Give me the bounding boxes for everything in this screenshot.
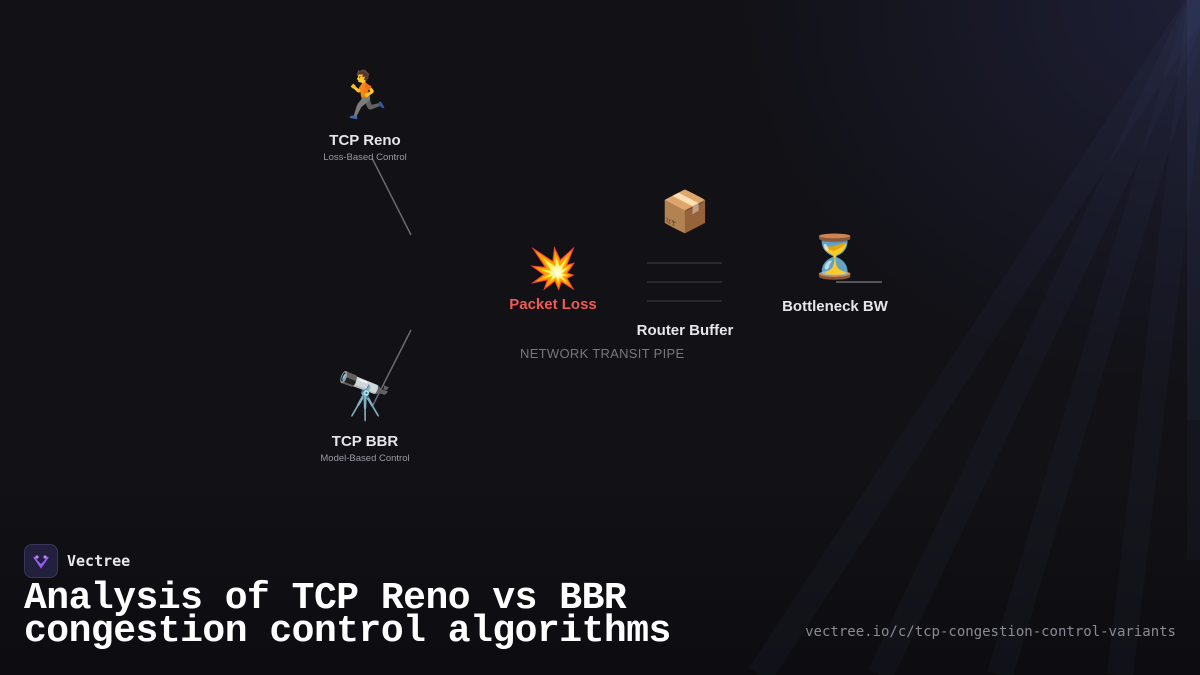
node-tcp-bbr: 🔭 TCP BBR Model-Based Control	[305, 373, 425, 464]
collision-icon: 💥	[528, 247, 578, 291]
reno-connector	[371, 157, 412, 236]
bottleneck-bw-title: Bottleneck BW	[782, 298, 888, 315]
tcp-bbr-title: TCP BBR	[331, 433, 399, 450]
node-tcp-reno: 🏃 TCP Reno Loss-Based Control	[305, 72, 425, 163]
telescope-icon: 🔭	[336, 370, 394, 422]
source-url: vectree.io/c/tcp-congestion-control-vari…	[805, 624, 1176, 640]
headline-line-2: congestion control algorithms	[24, 610, 671, 653]
vectree-logo-icon	[24, 544, 58, 578]
tcp-reno-subtitle: Loss-Based Control	[323, 152, 407, 163]
router-buffer-title: Router Buffer	[636, 322, 734, 339]
page-title: Analysis of TCP Reno vs BBR congestion c…	[24, 577, 784, 653]
network-pipe-label: NETWORK TRANSIT PIPE	[520, 346, 685, 361]
node-bottleneck-bw: ⏳ Bottleneck BW	[770, 233, 900, 316]
hourglass-icon: ⏳	[808, 233, 862, 280]
node-router-buffer: 📦 Router Buffer	[620, 192, 750, 339]
tcp-bbr-subtitle: Model-Based Control	[320, 453, 410, 464]
headline-line-1: Analysis of TCP Reno vs BBR	[24, 577, 627, 620]
node-packet-loss: 💥 Packet Loss	[493, 249, 613, 313]
brand: Vectree	[24, 544, 130, 578]
brand-name: Vectree	[67, 552, 131, 570]
runner-icon: 🏃	[336, 69, 394, 121]
bbr-connector	[371, 329, 412, 408]
tcp-reno-title: TCP Reno	[329, 132, 401, 149]
package-icon: 📦	[660, 190, 710, 234]
packet-loss-title: Packet Loss	[509, 296, 597, 313]
